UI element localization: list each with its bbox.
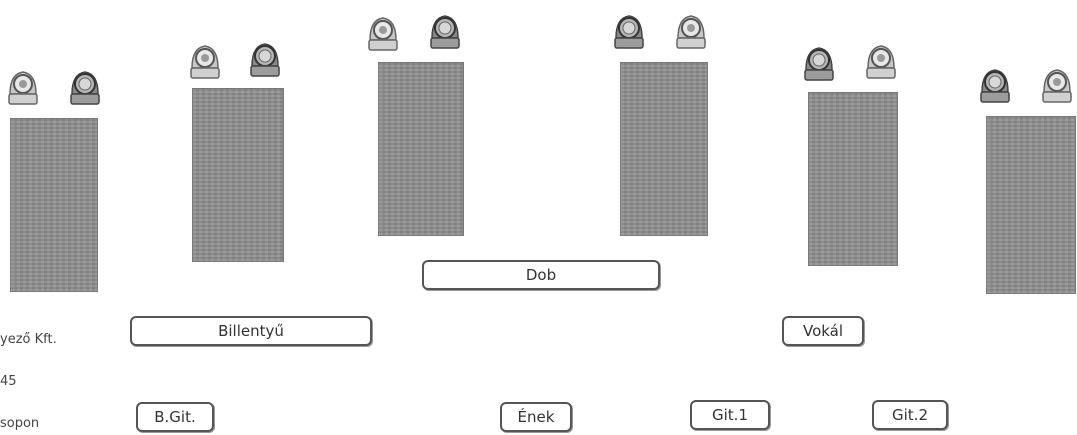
label-dob: Dob <box>422 260 660 290</box>
led-panel-3 <box>378 62 464 236</box>
moving-head-spot-icon <box>864 40 898 82</box>
moving-head-wash-icon <box>612 10 646 52</box>
moving-head-spot-icon <box>6 66 40 108</box>
moving-head-wash-icon <box>802 42 836 84</box>
label-vokal: Vokál <box>782 316 864 346</box>
moving-head-wash-icon <box>248 38 282 80</box>
label-enek: Ének <box>500 402 572 432</box>
side-text-number: 45 <box>0 374 17 389</box>
led-panel-6 <box>986 116 1076 294</box>
moving-head-spot-icon <box>188 40 222 82</box>
moving-head-wash-icon <box>428 10 462 52</box>
moving-head-spot-icon <box>1040 64 1074 106</box>
label-git1: Git.1 <box>690 400 770 430</box>
led-panel-4 <box>620 62 708 236</box>
label-billentyu: Billentyű <box>130 316 372 346</box>
label-git2: Git.2 <box>872 400 948 430</box>
led-panel-2 <box>192 88 284 262</box>
side-text-company: yező Kft. <box>0 332 57 347</box>
led-panel-1 <box>10 118 98 292</box>
moving-head-spot-icon <box>674 10 708 52</box>
moving-head-wash-icon <box>68 66 102 108</box>
led-panel-5 <box>808 92 898 266</box>
moving-head-spot-icon <box>366 12 400 54</box>
moving-head-wash-icon <box>978 64 1012 106</box>
label-bgit: B.Git. <box>136 402 214 432</box>
side-text-sopon: sopon <box>0 416 40 431</box>
